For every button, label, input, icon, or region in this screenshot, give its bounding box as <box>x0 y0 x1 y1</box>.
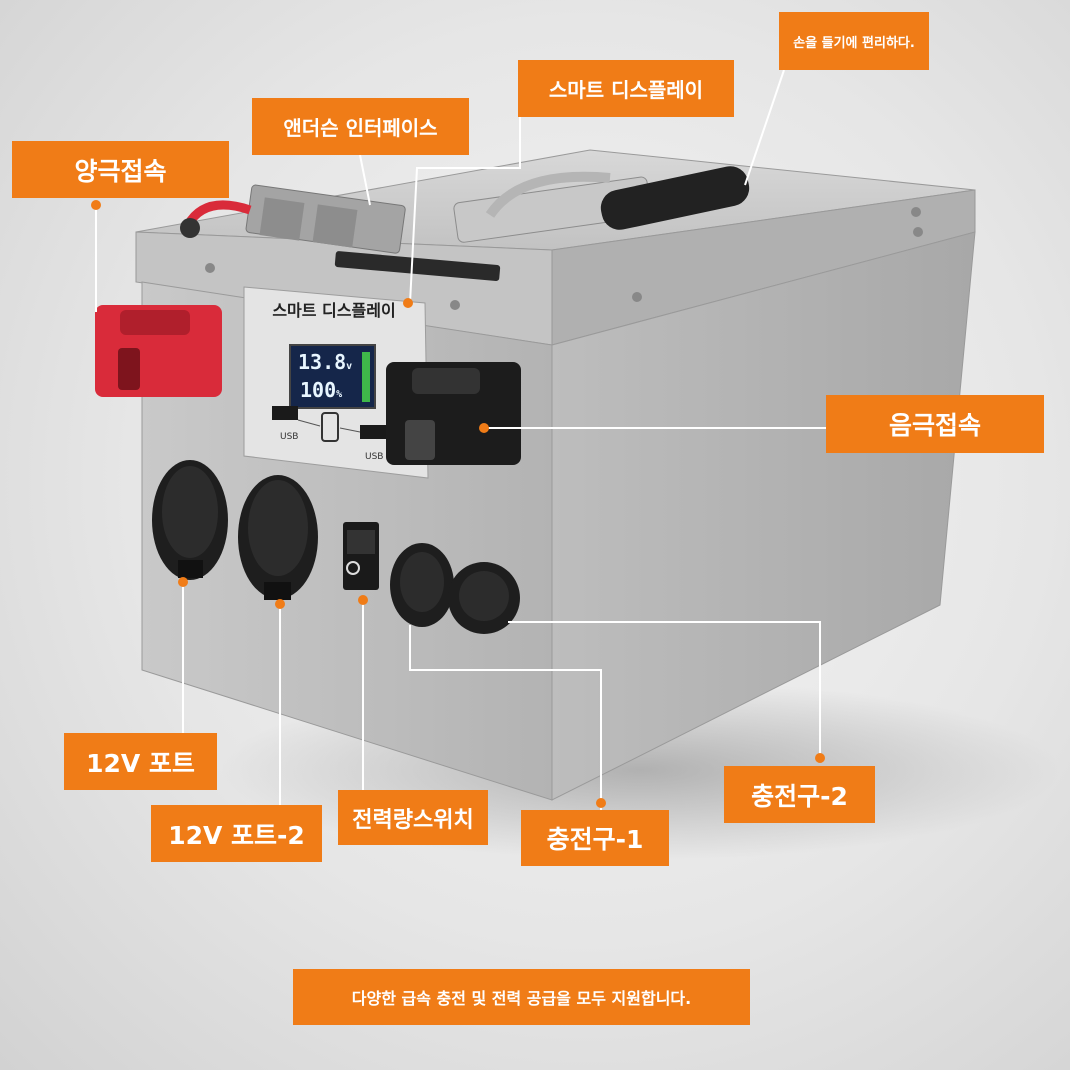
battery-side-face <box>551 231 976 801</box>
charge-port-2 <box>448 562 520 634</box>
callout-dots <box>91 200 825 808</box>
footer-banner: 다양한 급속 충전 및 전력 공급을 모두 지원합니다. <box>293 969 750 1025</box>
charge-port-1 <box>390 543 454 627</box>
12v-port-2-label: 12V 포트-2 <box>151 805 322 862</box>
charge-port-1-label: 충전구-1 <box>521 810 669 866</box>
callout-lines <box>95 69 826 810</box>
charge-port-2-label: 충전구-2 <box>724 766 875 823</box>
power-rocker-switch <box>343 522 379 590</box>
screw <box>450 300 460 310</box>
handle-label: 손을 들기에 편리하다. <box>779 12 929 70</box>
12v-socket-1 <box>152 460 228 580</box>
cathode-terminal-cap <box>386 362 521 465</box>
usb-label-right: USB <box>365 452 384 462</box>
12v-port-label: 12V 포트 <box>64 733 217 790</box>
carry-handle <box>453 166 750 243</box>
usb-port-right <box>360 425 386 439</box>
anode-terminal-cap <box>95 305 222 397</box>
cathode-label: 음극접속 <box>826 395 1044 453</box>
lcd-voltage: 13.8v <box>298 350 353 374</box>
anderson-connector <box>180 184 406 254</box>
anode-label: 양극접속 <box>12 141 229 198</box>
smart-display-label: 스마트 디스플레이 <box>518 60 734 117</box>
screw <box>632 292 642 302</box>
phone-icon <box>321 412 339 442</box>
screw <box>913 227 923 237</box>
panel-title: 스마트 디스플레이 <box>272 301 396 320</box>
lid-vent <box>334 251 501 281</box>
12v-socket-2 <box>238 475 318 600</box>
usb-port-left <box>272 406 298 420</box>
power-switch-label: 전력량스위치 <box>338 790 488 845</box>
lcd-screen <box>289 344 376 409</box>
usb-label-left: USB <box>280 432 299 442</box>
anderson-label: 앤더슨 인터페이스 <box>252 98 469 155</box>
lcd-percent: 100% <box>300 378 343 402</box>
screw <box>205 263 215 273</box>
screw <box>911 207 921 217</box>
